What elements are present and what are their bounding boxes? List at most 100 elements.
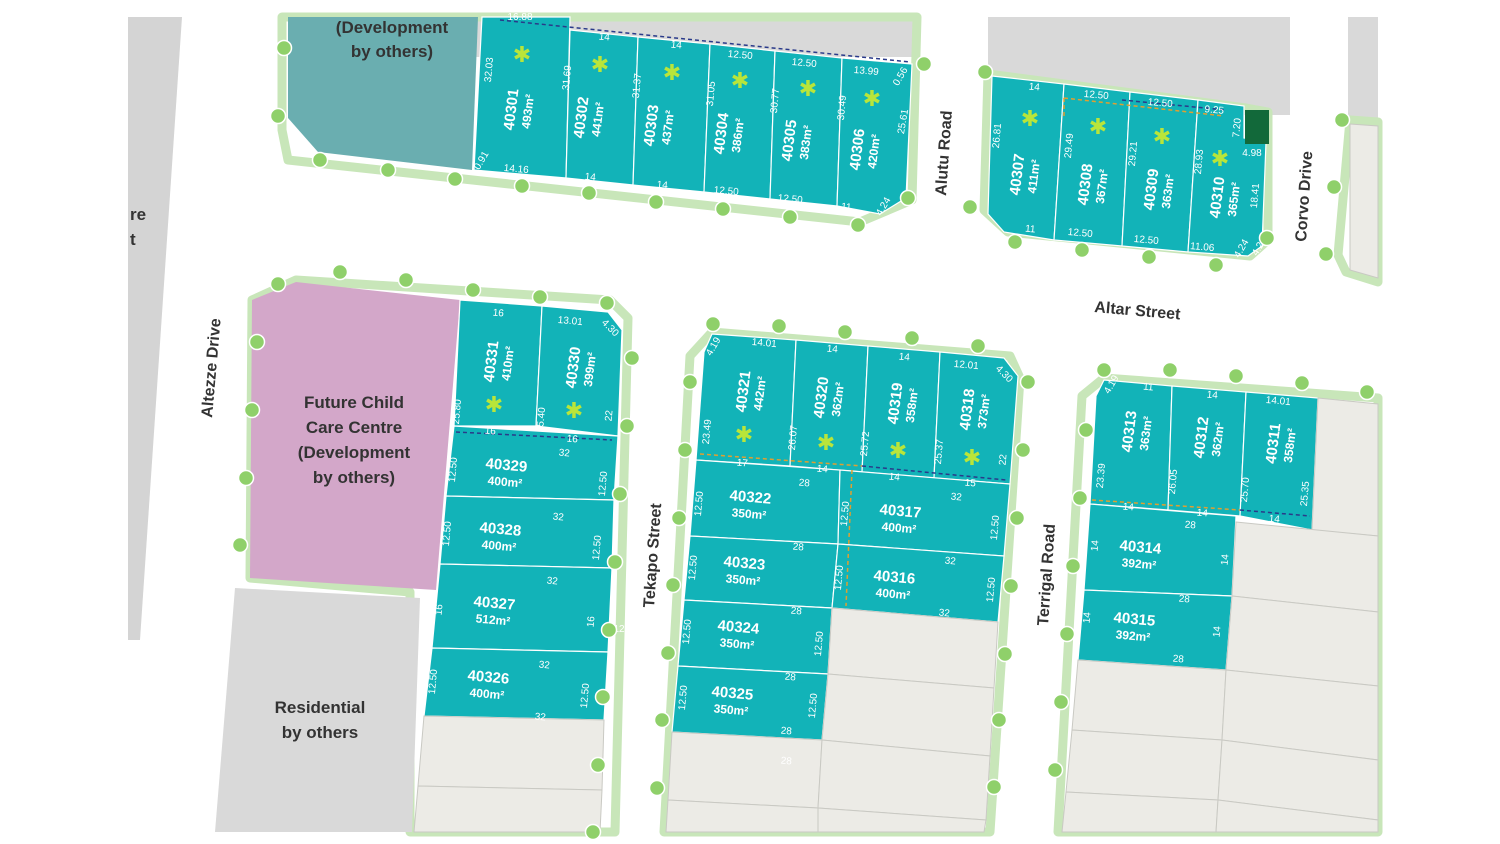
far-right-lot <box>1349 123 1379 279</box>
dimension-label: 14.01 <box>1265 395 1291 408</box>
lot-area: 350m² <box>731 505 767 522</box>
lot-40318[interactable] <box>933 351 1019 485</box>
dimension-label: 14 <box>888 472 900 484</box>
lot-40307[interactable] <box>987 75 1065 241</box>
lot-number: 40316 <box>873 567 916 588</box>
dimension-label: 25.37 <box>933 438 946 464</box>
lot-area: 362m² <box>1209 421 1227 457</box>
tree-marker <box>237 469 255 487</box>
tree-marker <box>1006 233 1024 251</box>
tree-marker <box>770 317 788 335</box>
easement-lines <box>699 97 1241 607</box>
substation-box <box>1245 110 1269 144</box>
grey-lot-l <box>1071 659 1227 741</box>
dimension-label: 14 <box>1090 539 1102 551</box>
childcare-area <box>250 282 460 590</box>
lot-number: 40308 <box>1075 163 1097 206</box>
dimension-label: 14.16 <box>503 163 529 176</box>
dimension-label: 32 <box>552 512 564 524</box>
lot-40315[interactable] <box>1077 589 1233 671</box>
tree-marker <box>1064 557 1082 575</box>
feature-star-icon: ✱ <box>963 446 981 471</box>
lot-area: 363m² <box>1159 173 1177 209</box>
dimension-label: 28 <box>790 606 802 618</box>
dimension-label: 16 <box>492 308 504 320</box>
dimension-label: 12.01 <box>953 359 979 372</box>
lot-number: 40330 <box>563 346 585 389</box>
dimension-label: 12.50 <box>1133 234 1159 247</box>
lot-number: 40309 <box>1141 168 1163 211</box>
dimension-label: 28 <box>784 672 796 684</box>
dimension-label: 9.25 <box>1204 104 1225 117</box>
tree-marker <box>600 621 618 639</box>
dimension-label: 15 <box>964 478 976 490</box>
lot-area: 386m² <box>729 117 747 153</box>
dimension-label: 32 <box>938 608 950 620</box>
dimension-label: 14 <box>1212 625 1224 637</box>
lot-number: 40307 <box>1007 153 1029 196</box>
dimension-label: 31.05 <box>705 80 718 106</box>
dimension-label: 26.07 <box>787 424 800 450</box>
tree-marker <box>1140 248 1158 266</box>
dimension-label: 12.50 <box>813 630 826 656</box>
dimension-label: 13.01 <box>557 315 583 328</box>
lot-number: 40321 <box>733 370 755 413</box>
lot-number: 40320 <box>811 376 833 419</box>
lot-area: 392m² <box>1115 627 1151 644</box>
dimension-label: 12.50 <box>613 624 638 635</box>
tree-marker <box>1095 361 1113 379</box>
lot-area: 400m² <box>881 519 917 536</box>
childcare-label-4: by others) <box>313 468 395 487</box>
lot-number: 40301 <box>501 88 523 131</box>
dimension-label: 12.50 <box>677 684 690 710</box>
lot-number: 40314 <box>1119 537 1163 558</box>
lot-area: 362m² <box>829 381 847 417</box>
residential-label-1: Residential <box>275 698 366 717</box>
dimension-label: 12.50 <box>687 554 700 580</box>
dimension-label: 29.49 <box>1063 132 1076 158</box>
lot-area: 512m² <box>475 611 511 628</box>
tree-marker <box>990 711 1008 729</box>
dimension-label: 32 <box>546 576 558 588</box>
grey-lot-a <box>417 715 605 791</box>
dimension-label: 28 <box>798 478 810 490</box>
lot-40328[interactable] <box>439 495 615 569</box>
lot-number: 40331 <box>481 340 503 383</box>
lot-40327[interactable] <box>431 563 613 653</box>
tree-marker <box>659 644 677 662</box>
lot-40306[interactable] <box>836 57 913 215</box>
dimension-label: 7.20 <box>1231 117 1244 138</box>
dimension-label: 25.61 <box>896 108 911 135</box>
lot-40329[interactable] <box>445 425 619 501</box>
dimension-label: 17 <box>736 458 748 470</box>
tree-marker <box>584 823 602 841</box>
dimension-label: 31.69 <box>561 64 574 90</box>
lot-number: 40322 <box>729 487 772 508</box>
tree-marker <box>275 39 293 57</box>
dimension-label: 28 <box>1178 594 1190 606</box>
feature-star-icon: ✱ <box>513 43 531 68</box>
tree-marker <box>681 373 699 391</box>
left-road-reserve <box>128 17 182 640</box>
lot-40330[interactable] <box>535 305 623 437</box>
dimension-label: 26.81 <box>991 122 1004 148</box>
dimension-label: 25.80 <box>451 398 464 424</box>
lot-area: 367m² <box>1093 168 1111 204</box>
tree-marker <box>849 216 867 234</box>
dimension-label: 16 <box>586 615 598 627</box>
feature-star-icon: ✱ <box>565 399 583 424</box>
dimension-label: 14 <box>1206 390 1218 402</box>
lot-40317[interactable] <box>837 469 1011 557</box>
lot-number: 40306 <box>847 128 869 171</box>
tree-marker <box>1073 241 1091 259</box>
dimension-label: 29.21 <box>1127 140 1140 166</box>
